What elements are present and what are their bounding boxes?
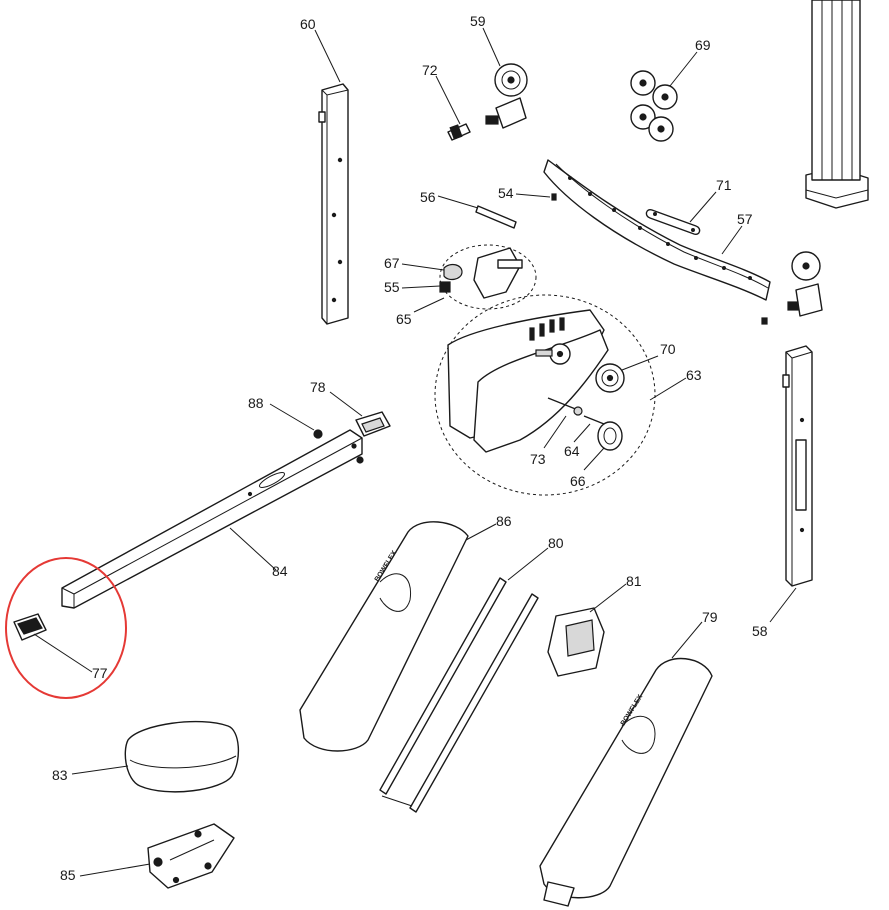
callout-66: 66 [570,473,586,489]
part-83-cushion: 83 [52,720,239,793]
part-80-slide-rails: 80 [379,535,564,813]
callout-88: 88 [248,395,264,411]
callout-72: 72 [422,62,438,78]
part-59-pulley-bracket: 59 [470,13,528,129]
callout-59: 59 [470,13,486,29]
part-60-upright-post: 60 [300,16,349,325]
callout-70: 70 [660,341,676,357]
part-88-end-cap: 88 [248,395,323,439]
callout-54: 54 [498,185,514,201]
part-86-seat-pad: BOWFLEX 86 [299,513,512,752]
callout-55: 55 [384,279,400,295]
part-56-axle-rod: 56 [420,189,517,229]
callout-79: 79 [702,609,718,625]
callout-81: 81 [626,573,642,589]
callout-63: 63 [686,367,702,383]
part-65-group: 67 55 65 [384,244,537,327]
callout-86: 86 [496,513,512,529]
part-57-crossbar: 57 [543,159,771,301]
part-71-strap: 71 [645,177,732,236]
callout-60: 60 [300,16,316,32]
callout-71: 71 [716,177,732,193]
part-85-pivot-bracket: 85 [60,823,235,889]
callout-64: 64 [564,443,580,459]
callout-65: 65 [396,311,412,327]
callout-84: 84 [272,563,288,579]
part-54-small-pin: 54 [498,185,557,201]
upright-tower-top-right [805,0,869,209]
part-63-plate-assembly: 70 73 64 66 63 [434,294,702,496]
callout-58: 58 [752,623,768,639]
callout-80: 80 [548,535,564,551]
callout-78: 78 [310,379,326,395]
callout-85: 85 [60,867,76,883]
callout-67: 67 [384,255,400,271]
part-72-pin: 72 [422,62,471,141]
highlight-circle [5,557,127,699]
callout-83: 83 [52,767,68,783]
callout-56: 56 [420,189,436,205]
part-69-pulley-set: 69 [630,37,711,142]
callout-77: 77 [92,665,108,681]
right-pulley-bracket [761,251,823,325]
callout-69: 69 [695,37,711,53]
part-81-carriage: 81 [547,573,642,677]
part-78-bracket: 78 [310,379,391,437]
part-84-base-rail: 84 [61,429,364,609]
part-77-end-cap: 77 [5,557,127,699]
callout-57: 57 [737,211,753,227]
callout-73: 73 [530,451,546,467]
part-58-upright-post: 58 [752,345,813,639]
